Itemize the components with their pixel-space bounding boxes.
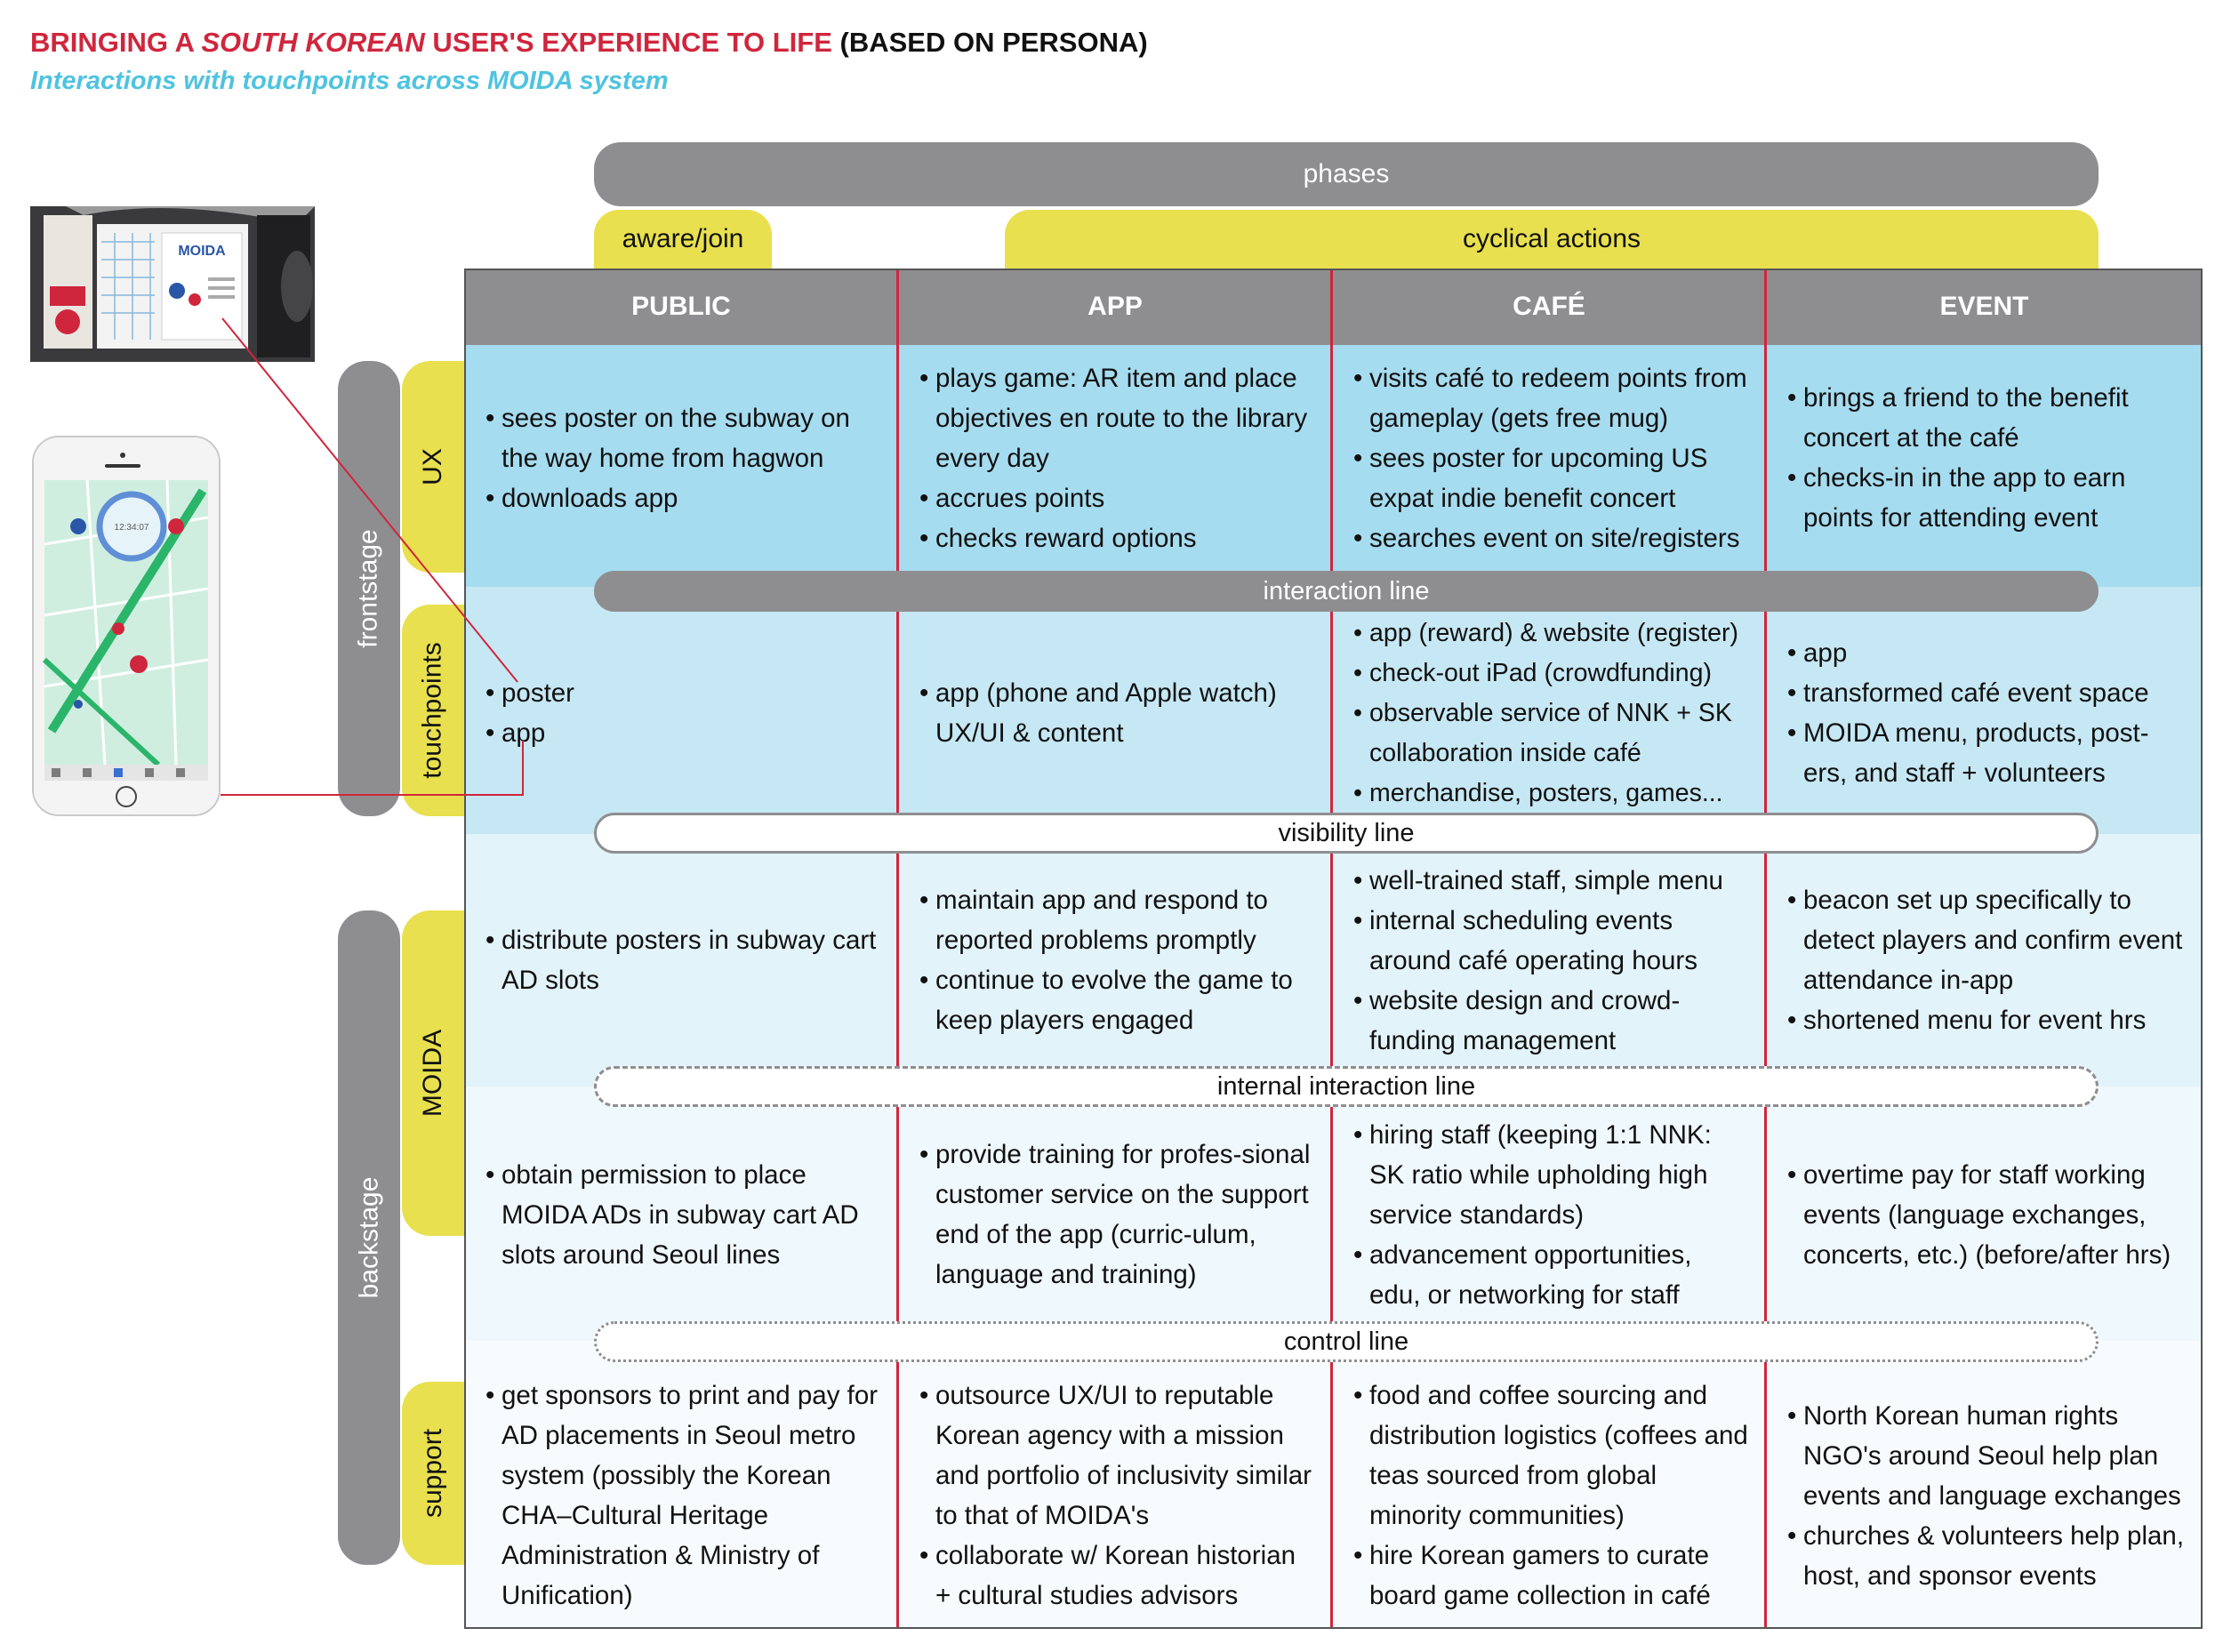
list-item: maintain app and respond to reported pro… — [919, 880, 1316, 960]
list-item: brings a friend to the benefit concert a… — [1787, 378, 2187, 458]
cell-moida-internal-app: provide training for profes-sional custo… — [898, 1110, 1332, 1319]
column-divider — [896, 269, 899, 1629]
list-item: website design and crowd-funding managem… — [1353, 981, 1750, 1061]
moida-label: MOIDA — [402, 910, 464, 1236]
list-item: outsource UX/UI to reputable Korean agen… — [919, 1375, 1316, 1536]
column-divider — [1764, 269, 1767, 1629]
cyclical-actions-pill: cyclical actions — [1005, 210, 2099, 269]
list-item: shortened menu for event hrs — [1787, 1000, 2187, 1040]
list-item: collaborate w/ Korean historian + cultur… — [919, 1536, 1316, 1616]
cell-ux-public: sees poster on the subway on the way hom… — [464, 345, 898, 571]
list-item: transformed café event space — [1787, 673, 2187, 713]
cell-touchpoints-event: app transformed café event space MOIDA m… — [1766, 613, 2203, 813]
phone-app-photo: 12:34:07 — [32, 436, 221, 816]
list-item: observable service of NNK + SK collabora… — [1353, 694, 1750, 774]
list-item: continue to evolve the game to keep play… — [919, 960, 1316, 1040]
list-item: food and coffee sourcing and distributio… — [1353, 1375, 1750, 1536]
cell-touchpoints-app: app (phone and Apple watch) UX/UI & cont… — [898, 613, 1332, 813]
cell-ux-cafe: visits café to redeem points from gamepl… — [1332, 345, 1766, 571]
ux-label: UX — [402, 361, 464, 573]
phone-clock: 12:34:07 — [115, 523, 149, 533]
control-line: control line — [594, 1321, 2099, 1362]
list-item: get sponsors to print and pay for AD pla… — [486, 1375, 882, 1616]
cell-moida-event: beacon set up specifically to detect pla… — [1766, 855, 2203, 1065]
cell-support-app: outsource UX/UI to reputable Korean agen… — [898, 1364, 1332, 1627]
list-item: merchandise, posters, games... — [1353, 774, 1750, 814]
list-item: app — [1787, 633, 2187, 673]
subway-poster-photo: MOIDA — [30, 206, 315, 362]
cell-ux-app: plays game: AR item and place objectives… — [898, 345, 1332, 571]
interaction-line: interaction line — [594, 571, 2099, 612]
list-item: North Korean human rights NGO's around S… — [1787, 1396, 2187, 1516]
column-header-row — [464, 269, 2203, 345]
column-header-event: EVENT — [1939, 292, 2029, 321]
list-item: check-out iPad (crowdfunding) — [1353, 654, 1750, 694]
cell-support-public: get sponsors to print and pay for AD pla… — [464, 1364, 898, 1627]
list-item: advancement opportunities, edu, or netwo… — [1353, 1235, 1750, 1315]
list-item: sees poster for upcoming US expat indie … — [1353, 438, 1750, 518]
list-item: provide training for profes-sional custo… — [919, 1135, 1316, 1295]
list-item: hiring staff (keeping 1:1 NNK: SK ratio … — [1353, 1115, 1750, 1235]
list-item: checks-in in the app to earn points for … — [1787, 458, 2187, 538]
aware-join-pill: aware/join — [594, 210, 772, 269]
list-item: beacon set up specifically to detect pla… — [1787, 880, 2187, 1000]
list-item: visits café to redeem points from gamepl… — [1353, 358, 1750, 438]
column-header-app: APP — [1087, 292, 1143, 321]
list-item: app — [486, 713, 574, 753]
list-item: accrues points — [919, 478, 1316, 518]
list-item: searches event on site/registers — [1353, 518, 1750, 558]
list-item: poster — [486, 673, 574, 713]
cell-touchpoints-public: poster app — [464, 613, 898, 813]
list-item: plays game: AR item and place objectives… — [919, 358, 1316, 478]
list-item: checks reward options — [919, 518, 1316, 558]
list-item: churches & volunteers help plan, host, a… — [1787, 1516, 2187, 1596]
cell-moida-internal-cafe: hiring staff (keeping 1:1 NNK: SK ratio … — [1332, 1110, 1766, 1319]
phases-pill: phases — [594, 142, 2099, 206]
column-header-public: PUBLIC — [631, 292, 731, 321]
cell-ux-event: brings a friend to the benefit concert a… — [1766, 345, 2203, 571]
list-item: well-trained staff, simple menu — [1353, 861, 1750, 901]
cell-moida-public: distribute posters in subway cart AD slo… — [464, 855, 898, 1065]
list-item: overtime pay for staff working events (l… — [1787, 1155, 2187, 1275]
frontstage-label: frontstage — [338, 361, 400, 816]
list-item: MOIDA menu, products, post-ers, and staf… — [1787, 713, 2187, 793]
cell-touchpoints-cafe: app (reward) & website (register) check-… — [1332, 613, 1766, 814]
cell-support-event: North Korean human rights NGO's around S… — [1766, 1364, 2203, 1627]
touchpoints-label: touchpoints — [402, 605, 464, 816]
cell-moida-internal-public: obtain permission to place MOIDA ADs in … — [464, 1110, 898, 1319]
list-item: internal scheduling events around café o… — [1353, 901, 1750, 981]
page-subtitle: Interactions with touchpoints across MOI… — [30, 67, 669, 95]
cell-moida-cafe: well-trained staff, simple menu internal… — [1332, 855, 1766, 1065]
backstage-label: backstage — [338, 910, 400, 1565]
internal-interaction-line: internal interaction line — [594, 1066, 2099, 1107]
list-item: hire Korean gamers to curate board game … — [1353, 1536, 1750, 1616]
cell-support-cafe: food and coffee sourcing and distributio… — [1332, 1364, 1766, 1627]
list-item: distribute posters in subway cart AD slo… — [486, 920, 882, 1000]
column-divider — [1330, 269, 1333, 1629]
support-label: support — [402, 1382, 464, 1565]
visibility-line: visibility line — [594, 813, 2099, 854]
column-header-cafe: CAFÉ — [1513, 292, 1585, 321]
page-title: BRINGING A SOUTH KOREAN USER'S EXPERIENC… — [30, 27, 1148, 58]
cell-moida-internal-event: overtime pay for staff working events (l… — [1766, 1110, 2203, 1319]
list-item: app (phone and Apple watch) UX/UI & cont… — [919, 673, 1316, 753]
list-item: sees poster on the subway on the way hom… — [486, 398, 882, 478]
list-item: obtain permission to place MOIDA ADs in … — [486, 1155, 882, 1275]
list-item: downloads app — [486, 478, 882, 518]
cell-moida-app: maintain app and respond to reported pro… — [898, 855, 1332, 1065]
poster-logo: MOIDA — [178, 244, 226, 259]
list-item: app (reward) & website (register) — [1353, 613, 1750, 654]
